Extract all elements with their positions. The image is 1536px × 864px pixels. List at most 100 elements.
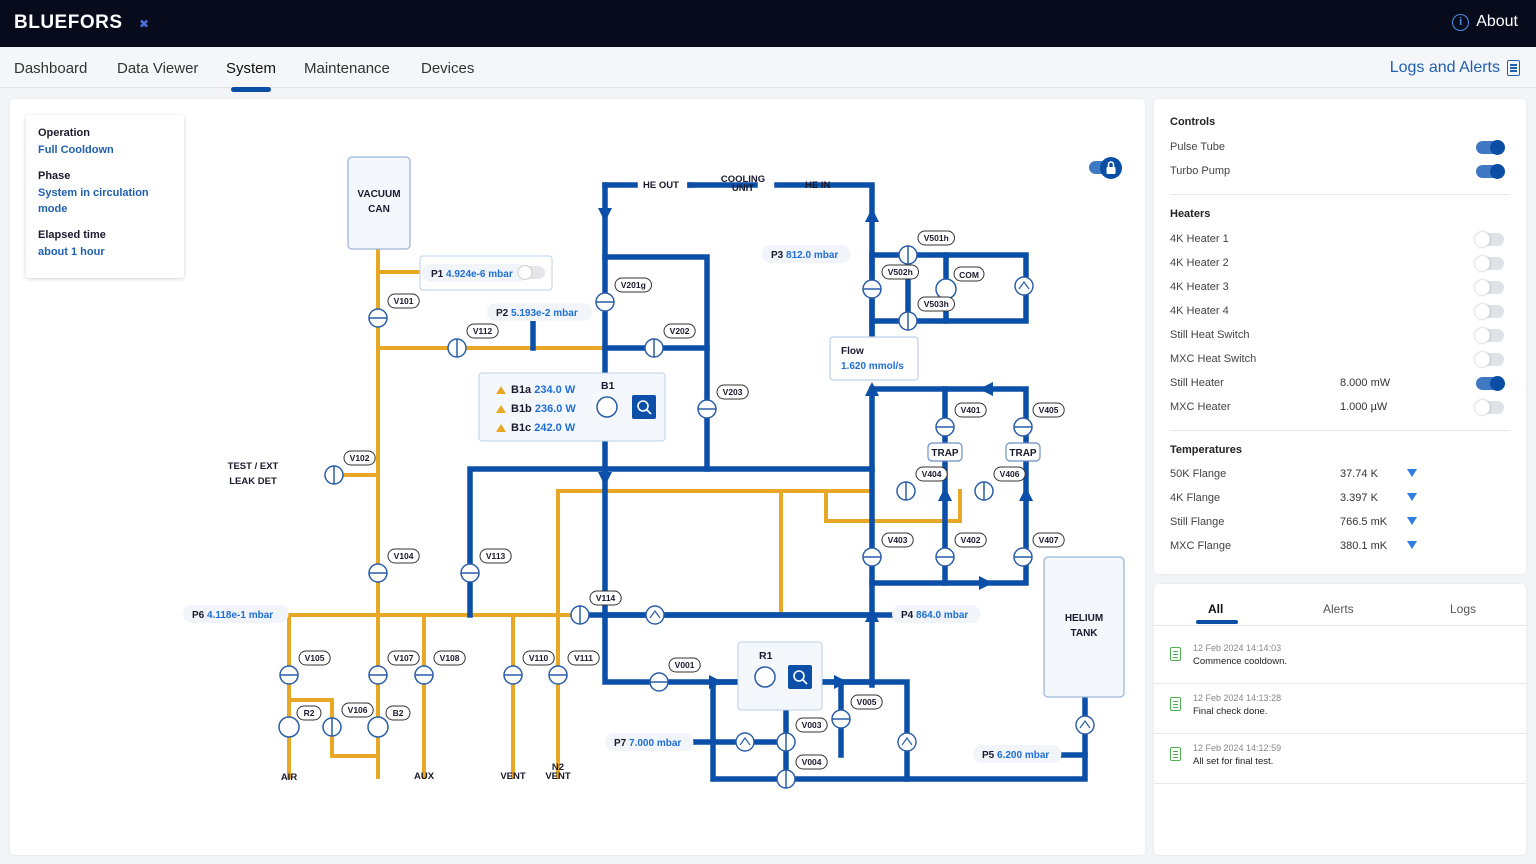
r1-zoom-button[interactable] — [788, 665, 812, 689]
tab-data-viewer[interactable]: Data Viewer — [117, 60, 199, 77]
elapsed-value: about 1 hour — [38, 246, 105, 258]
diagram-label: V102 — [350, 453, 370, 463]
valve-v105-tag — [298, 650, 331, 666]
log-tab-alerts[interactable]: Alerts — [1323, 602, 1354, 616]
document-icon — [1170, 747, 1181, 761]
toggle-knob[interactable] — [1475, 400, 1490, 415]
valve-v202-tag — [663, 323, 696, 339]
tab-system[interactable]: System — [226, 60, 277, 92]
helium-tank-label: TANK — [1070, 628, 1098, 639]
heater-7-toggle[interactable] — [1475, 400, 1504, 415]
tab-maintenance[interactable]: Maintenance — [304, 60, 390, 77]
b2-tag — [385, 705, 411, 721]
toggle-knob[interactable] — [1475, 328, 1490, 343]
tab-devices[interactable]: Devices — [421, 60, 475, 77]
gauge-icon — [735, 732, 755, 752]
heater-0-toggle[interactable] — [1475, 232, 1504, 247]
diagram-label: HE OUT — [643, 180, 679, 191]
heater-5-toggle[interactable] — [1475, 352, 1504, 367]
diagram-label: V112 — [473, 326, 493, 336]
diagram-label: V101 — [394, 296, 414, 306]
diagram-label: TEST / EXT — [228, 461, 279, 472]
zoom-icon — [793, 670, 805, 682]
diagram-label: N2 — [552, 762, 564, 773]
temperature-1-value: 3.397 K — [1340, 492, 1378, 504]
pipe — [602, 254, 710, 472]
chevron-down-icon[interactable] — [1407, 469, 1417, 477]
flow-arrow-icon — [598, 472, 612, 486]
heaters-title: Heaters — [1170, 208, 1211, 220]
valve-v401-tag — [954, 402, 987, 418]
toggle-knob[interactable] — [1475, 232, 1490, 247]
p6-tag — [183, 605, 289, 623]
heater-1-name: 4K Heater 2 — [1170, 257, 1229, 269]
flow-arrow-icon — [834, 675, 848, 689]
b1-pump-icon — [596, 396, 618, 418]
toggle-knob[interactable] — [1475, 352, 1490, 367]
toggle-knob[interactable] — [1490, 140, 1505, 155]
diagram-label: V401 — [961, 405, 981, 415]
diagram-label: V108 — [440, 653, 460, 663]
diagram-label: V111 — [574, 653, 593, 663]
toggle-knob[interactable] — [1490, 376, 1505, 391]
log-tab-all[interactable]: All — [1208, 602, 1224, 616]
operation-card: Operation Full Cooldown Phase System in … — [26, 115, 184, 278]
diagram-label: V502h — [888, 267, 913, 277]
brand-logo[interactable]: BLUEFORS — [14, 12, 123, 33]
p7-tag — [605, 733, 694, 751]
tab-dashboard[interactable]: Dashboard — [14, 60, 88, 77]
lock-toggle[interactable] — [1088, 156, 1124, 180]
diagram-label: V404 — [922, 469, 942, 479]
valve-v001-tag — [668, 657, 701, 673]
control-1-toggle[interactable] — [1476, 164, 1505, 179]
diagram-label: UNIT — [732, 183, 754, 194]
control-0-name: Pulse Tube — [1170, 141, 1226, 153]
heater-3-name: 4K Heater 4 — [1170, 305, 1229, 317]
diagram-label: VENT — [500, 771, 526, 782]
toggle-knob[interactable] — [1490, 164, 1505, 179]
p7-tag-label: P7 7.000 mbar — [614, 738, 681, 749]
b1-zoom-button[interactable] — [632, 395, 656, 419]
control-0-toggle[interactable] — [1476, 140, 1505, 155]
heater-6-name: Still Heater — [1170, 377, 1224, 389]
heater-6-toggle[interactable] — [1476, 376, 1505, 391]
heater-3-toggle[interactable] — [1475, 304, 1504, 319]
heater-4-toggle[interactable] — [1475, 328, 1504, 343]
flow-box — [829, 336, 919, 381]
chevron-down-icon[interactable] — [1407, 493, 1417, 501]
info-icon: i — [1452, 13, 1470, 31]
toggle-knob[interactable] — [1475, 304, 1490, 319]
valve-v503h-tag — [917, 296, 955, 312]
com-tag — [953, 266, 985, 282]
toggle-knob[interactable] — [1475, 280, 1490, 295]
document-icon[interactable] — [1507, 60, 1520, 76]
log-tab-logs[interactable]: Logs — [1450, 602, 1477, 616]
chevron-down-icon[interactable] — [1407, 541, 1417, 549]
pipe — [869, 386, 1029, 586]
pipe — [904, 696, 1088, 782]
warning-icon — [496, 386, 506, 394]
logs-and-alerts-link[interactable]: Logs and Alerts — [1389, 59, 1500, 76]
heater-6-value: 8.000 mW — [1340, 377, 1391, 389]
temperature-3-value: 380.1 mK — [1340, 540, 1388, 552]
elapsed-label: Elapsed time — [38, 229, 106, 241]
heater-7-name: MXC Heater — [1170, 401, 1231, 413]
operation-value: Full Cooldown — [38, 144, 114, 156]
diagram-label: V005 — [857, 697, 877, 707]
heater-1-toggle[interactable] — [1475, 256, 1504, 271]
valve-v107-tag — [387, 650, 420, 666]
diagram-label: AUX — [414, 771, 435, 782]
p1-toggle-knob[interactable] — [517, 265, 533, 280]
toggle-knob[interactable] — [1475, 256, 1490, 271]
p3-tag — [762, 245, 851, 263]
heater-2-toggle[interactable] — [1475, 280, 1504, 295]
diagram-label: V403 — [888, 535, 908, 545]
chevron-down-icon[interactable] — [1407, 517, 1417, 525]
gauge-icon — [901, 736, 913, 746]
